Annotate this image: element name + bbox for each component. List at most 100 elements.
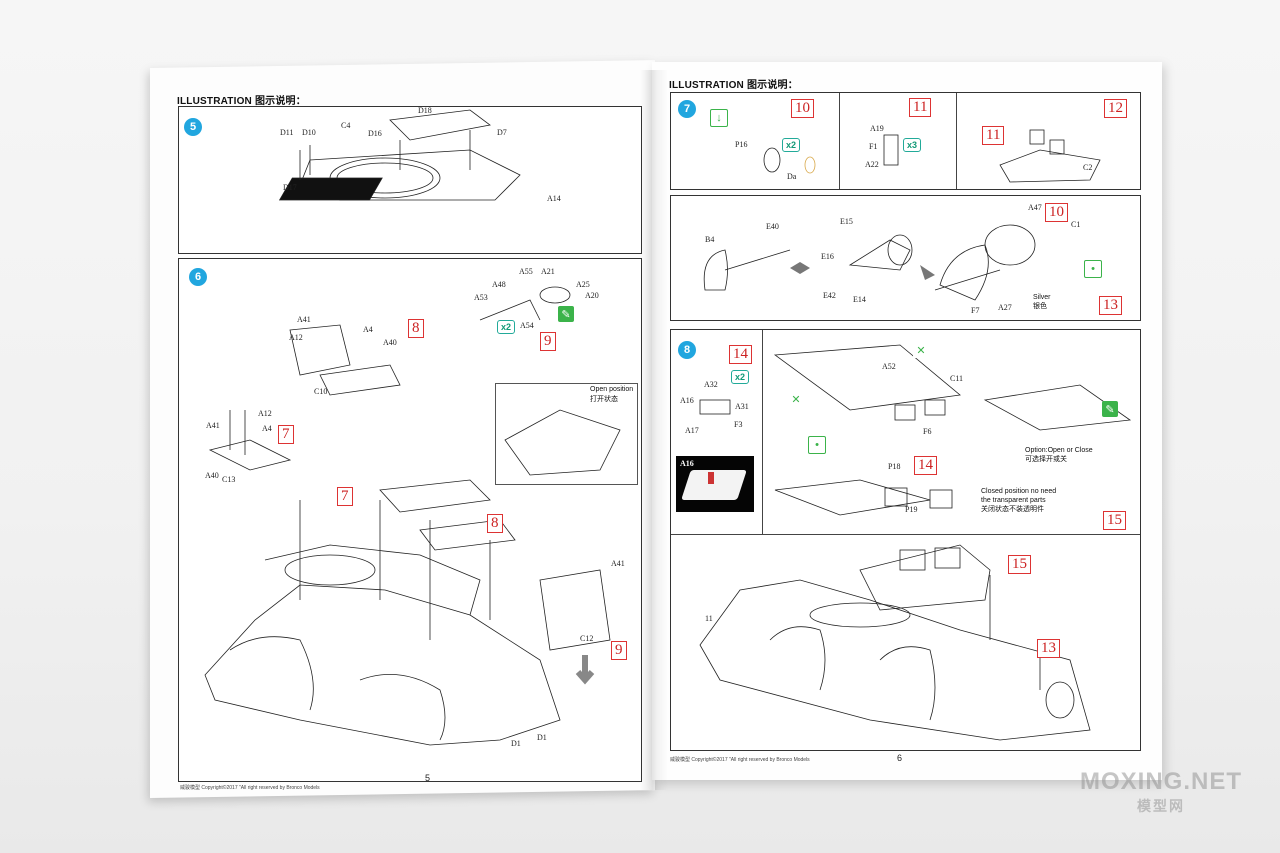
ref-box-10a: 10 bbox=[791, 99, 814, 118]
ref-box-15a: 15 bbox=[1103, 511, 1126, 530]
ref-box-15b: 15 bbox=[1008, 555, 1031, 574]
quantity-badge-x2-step8: x2 bbox=[731, 370, 750, 384]
quantity-badge-x2-step6: x2 bbox=[497, 320, 516, 334]
step5-drawing bbox=[278, 109, 521, 201]
part-label: A54 bbox=[520, 321, 534, 330]
part-label: B4 bbox=[705, 235, 715, 244]
part-label: D16 bbox=[368, 129, 382, 138]
right-page-number: 6 bbox=[897, 753, 903, 763]
step6-panel bbox=[178, 258, 642, 782]
closed-note-en-1: Closed position no need bbox=[981, 488, 1057, 495]
closed-note-en-2: the transparent parts bbox=[981, 497, 1046, 504]
ref-box-10b: 10 bbox=[1045, 203, 1068, 222]
step8-hdivider bbox=[671, 534, 1140, 535]
step7-divider-1 bbox=[839, 93, 840, 189]
ref-box-9a: 9 bbox=[540, 332, 556, 351]
step8-panel bbox=[670, 329, 1141, 751]
part-label: A14 bbox=[547, 194, 561, 203]
right-page-header: ILLUSTRATION 图示说明： bbox=[669, 80, 798, 91]
ref-box-11b: 11 bbox=[982, 126, 1005, 145]
part-label: D17 bbox=[283, 183, 297, 192]
glue-icon-step6: ✎ bbox=[558, 306, 574, 322]
photo-part-marker bbox=[708, 472, 714, 484]
silver-label-cn: 银色 bbox=[1033, 303, 1047, 310]
part-label: A4 bbox=[262, 424, 272, 433]
part-label: A4 bbox=[363, 325, 373, 334]
part-label: 11 bbox=[705, 614, 713, 623]
part-label: A17 bbox=[685, 426, 699, 435]
part-label: A20 bbox=[585, 291, 599, 300]
part-label: P19 bbox=[905, 505, 918, 514]
left-page-footer: 威骏模型 Copyright©2017 "All right reserved … bbox=[180, 785, 320, 791]
step6-number: 6 bbox=[189, 268, 207, 286]
part-label: F7 bbox=[971, 306, 980, 315]
part-label: A12 bbox=[289, 333, 303, 342]
ref-box-14b: 14 bbox=[914, 456, 937, 475]
glue-point-icon: • bbox=[1084, 260, 1102, 278]
right-page-footer: 威骏模型 Copyright©2017 "All right reserved … bbox=[670, 757, 810, 763]
part-label: A41 bbox=[297, 315, 311, 324]
open-position-label-cn: 打开状态 bbox=[590, 396, 618, 403]
part-label: A32 bbox=[704, 380, 718, 389]
open-position-label-en: Open position bbox=[590, 386, 634, 393]
step8-divider bbox=[762, 330, 763, 534]
part-label: F3 bbox=[734, 420, 743, 429]
open-position-inset bbox=[495, 383, 638, 485]
part-label: E42 bbox=[823, 291, 836, 300]
part-label: D10 bbox=[302, 128, 316, 137]
glue-icon-step8: ✎ bbox=[1102, 401, 1118, 417]
ref-box-8b: 8 bbox=[487, 514, 503, 533]
step8-number: 8 bbox=[678, 341, 696, 359]
part-label: E15 bbox=[840, 217, 853, 226]
part-label: F1 bbox=[869, 142, 878, 151]
part-label: F6 bbox=[923, 427, 932, 436]
option-label-cn: 可选择开或关 bbox=[1025, 456, 1067, 463]
part-label: C1 bbox=[1071, 220, 1081, 229]
ref-box-9b: 9 bbox=[611, 641, 627, 660]
page-gutter bbox=[640, 70, 668, 790]
ref-box-8a: 8 bbox=[408, 319, 424, 338]
step5-panel bbox=[178, 106, 642, 254]
ref-box-7b: 7 bbox=[337, 487, 353, 506]
part-label: P18 bbox=[888, 462, 901, 471]
ref-box-13b: 13 bbox=[1037, 639, 1060, 658]
step7-divider-2 bbox=[956, 93, 957, 189]
part-label: A16 bbox=[680, 459, 694, 468]
silver-label-en: Silver bbox=[1033, 294, 1051, 301]
part-label: A53 bbox=[474, 293, 488, 302]
option-label-en: Option:Open or Close bbox=[1025, 447, 1093, 454]
part-label: D18 bbox=[418, 106, 432, 115]
left-page-header: ILLUSTRATION 图示说明： bbox=[177, 96, 306, 107]
part-label: A22 bbox=[865, 160, 879, 169]
part-label: A47 bbox=[1028, 203, 1042, 212]
part-label: E14 bbox=[853, 295, 866, 304]
glue-point-icon: • bbox=[808, 436, 826, 454]
ref-box-12: 12 bbox=[1104, 99, 1127, 118]
part-label: D1 bbox=[511, 739, 521, 748]
step5-number: 5 bbox=[184, 118, 202, 136]
arrow-down-icon: ↓ bbox=[710, 109, 728, 127]
part-label: Da bbox=[787, 172, 797, 181]
no-glue-icon: ✕ bbox=[788, 391, 804, 407]
closed-note-cn: 关闭状态不装透明件 bbox=[981, 506, 1044, 513]
part-label: A21 bbox=[541, 267, 555, 276]
part-label: C4 bbox=[341, 121, 351, 130]
part-label: A40 bbox=[205, 471, 219, 480]
part-label: A55 bbox=[519, 267, 533, 276]
ref-box-11a: 11 bbox=[909, 98, 932, 117]
part-label: C10 bbox=[314, 387, 328, 396]
ref-box-13a: 13 bbox=[1099, 296, 1122, 315]
part-label: C13 bbox=[222, 475, 236, 484]
ref-box-7a: 7 bbox=[278, 425, 294, 444]
step8-drawing bbox=[699, 344, 1132, 741]
part-label: A25 bbox=[576, 280, 590, 289]
watermark-line1: MOXING.NET bbox=[1079, 768, 1242, 795]
left-page-number: 5 bbox=[425, 773, 431, 783]
part-label: D11 bbox=[280, 128, 294, 137]
part-label: P16 bbox=[735, 140, 748, 149]
part-label: A41 bbox=[206, 421, 220, 430]
part-label: A31 bbox=[735, 402, 749, 411]
part-label: C12 bbox=[580, 634, 594, 643]
